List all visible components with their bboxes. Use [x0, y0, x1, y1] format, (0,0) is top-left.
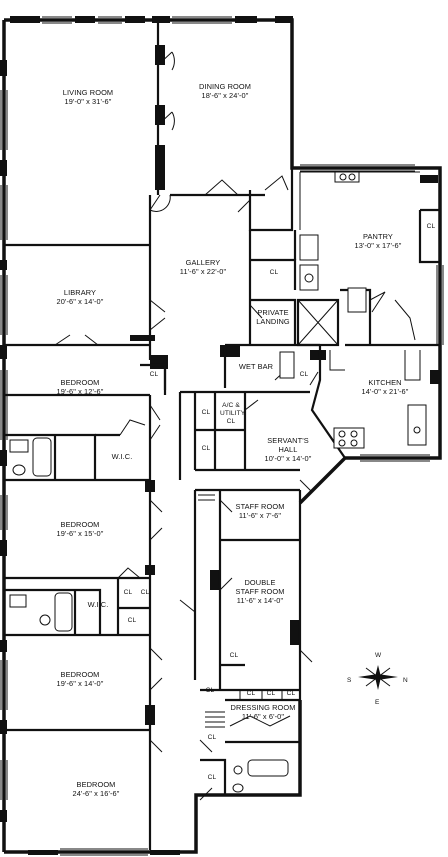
room-dimensions: 11'-6" x 6'-0"	[241, 712, 285, 721]
room-living: LIVING ROOM 19'-0" x 31'-6"	[48, 88, 128, 106]
room-bedroom-3: BEDROOM 19'-6" x 14'-0"	[40, 670, 120, 688]
room-name: PANTRY	[363, 232, 393, 241]
closet-ac-1: CL	[201, 409, 211, 416]
room-name: SERVANT'S	[267, 436, 309, 445]
compass-n: N	[403, 677, 408, 684]
closet-stair: CL	[205, 687, 215, 694]
closet-staff: CL	[229, 652, 239, 659]
closet-wic-2b: CL	[140, 589, 150, 596]
room-name: BEDROOM	[76, 780, 116, 789]
compass-rose: W S N E	[347, 652, 408, 706]
room-dimensions: 24'-6" x 16'-6"	[72, 789, 120, 798]
room-name-line2: HALL	[278, 445, 298, 454]
closet-ac-2: CL	[201, 445, 211, 452]
closet-wic-2a: CL	[123, 589, 133, 596]
room-dimensions: 10'-0" x 14'-0"	[264, 454, 312, 463]
fixtures	[9, 171, 427, 793]
room-name: A/C & UTILITY	[220, 402, 246, 417]
closet-dressing-1: CL	[246, 690, 256, 697]
room-bedroom-4: BEDROOM 24'-6" x 16'-6"	[54, 780, 138, 798]
room-name: KITCHEN	[368, 378, 402, 387]
room-dressing: DRESSING ROOM 11'-6" x 6'-0"	[222, 703, 304, 721]
room-private-landing: PRIVATE LANDING	[250, 308, 296, 326]
closet-bath-3a: CL	[207, 734, 217, 741]
room-name: WET BAR	[238, 362, 274, 371]
closet-dressing-2: CL	[266, 690, 276, 697]
room-dimensions: 19'-6" x 15'-0"	[56, 529, 104, 538]
room-wic-1: W.I.C.	[104, 452, 140, 461]
room-dining: DINING ROOM 18'-6" x 24'-0"	[185, 82, 265, 100]
room-double-staff: DOUBLE STAFF ROOM 11'-6" x 14'-0"	[224, 578, 296, 605]
room-servants-hall: SERVANT'S HALL 10'-0" x 14'-0"	[252, 436, 324, 463]
room-name: LIBRARY	[63, 288, 97, 297]
room-name: GALLERY	[185, 258, 221, 267]
room-name: DINING ROOM	[198, 82, 251, 91]
room-dimensions: 18'-6" x 24'-0"	[201, 91, 249, 100]
closet-gallery: CL	[269, 269, 279, 276]
room-dimensions: 19'-6" x 14'-0"	[56, 679, 104, 688]
room-name: W.I.C.	[111, 452, 133, 461]
room-dimensions: 11'-6" x 7'-6"	[238, 511, 282, 520]
windows	[0, 16, 444, 856]
compass-s: S	[347, 677, 352, 684]
room-wic-2: W.I.C.	[80, 600, 116, 609]
room-name: BEDROOM	[60, 378, 100, 387]
room-name-line2: LANDING	[256, 317, 290, 326]
room-name-line2: STAFF ROOM	[235, 587, 285, 596]
closet-wic-2c: CL	[127, 617, 137, 624]
closet-bedroom-1: CL	[149, 371, 159, 378]
doors	[54, 51, 416, 801]
room-name: BEDROOM	[60, 520, 100, 529]
room-dimensions: 20'-6" x 14'-0"	[56, 297, 104, 306]
room-dimensions: 14'-0" x 21'-6"	[361, 387, 409, 396]
room-dimensions: 13'-0" x 17'-6"	[354, 241, 402, 250]
room-name: STAFF ROOM	[235, 502, 285, 511]
room-dimensions: 19'-0" x 31'-6"	[64, 97, 112, 106]
compass-e: E	[375, 699, 380, 706]
room-staff: STAFF ROOM 11'-6" x 7'-6"	[224, 502, 296, 520]
room-dimensions: 19'-6" x 12'-6"	[56, 387, 104, 396]
room-dimensions: 11'-6" x 22'-0"	[179, 267, 227, 276]
room-name: BEDROOM	[60, 670, 100, 679]
room-library: LIBRARY 20'-6" x 14'-0"	[40, 288, 120, 306]
closet-pantry-right: CL	[426, 223, 436, 230]
room-wet-bar: WET BAR	[234, 362, 278, 371]
closet-dressing-3: CL	[286, 690, 296, 697]
room-name: LIVING ROOM	[62, 88, 114, 97]
interior-walls	[4, 22, 440, 850]
room-name: PRIVATE	[257, 308, 289, 317]
room-kitchen: KITCHEN 14'-0" x 21'-6"	[345, 378, 425, 396]
room-bedroom-2: BEDROOM 19'-6" x 15'-0"	[40, 520, 120, 538]
room-name: DRESSING ROOM	[230, 703, 296, 712]
closet-bath-3b: CL	[207, 774, 217, 781]
room-name: DOUBLE	[244, 578, 276, 587]
room-gallery: GALLERY 11'-6" x 22'-0"	[168, 258, 238, 276]
room-ac-utility: A/C & UTILITY CL	[220, 402, 246, 426]
closet-wet-bar: CL	[299, 371, 309, 378]
room-name: W.I.C.	[87, 600, 109, 609]
room-dimensions: 11'-6" x 14'-0"	[236, 596, 284, 605]
room-pantry: PANTRY 13'-0" x 17'-6"	[338, 232, 418, 250]
room-bedroom-1: BEDROOM 19'-6" x 12'-6"	[40, 378, 120, 396]
closet-label: CL	[226, 418, 236, 425]
compass-w: W	[375, 652, 382, 659]
